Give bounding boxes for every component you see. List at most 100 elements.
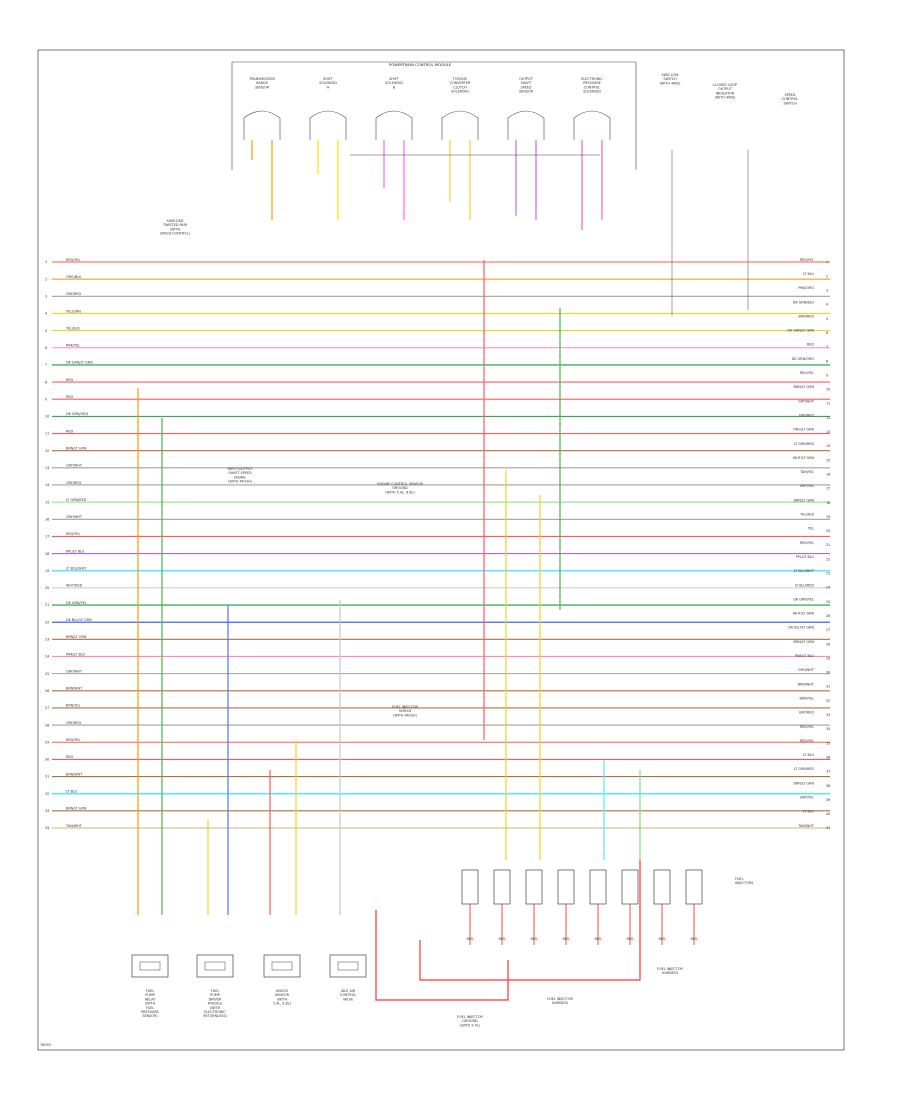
sensor-body — [243, 110, 281, 140]
wire-label-right: YEL — [808, 527, 814, 531]
wire-label-right: LT BLU — [803, 272, 815, 276]
module-header: POWERTRAIN CONTROL MODULE — [389, 62, 452, 67]
bottom-component-connector — [204, 961, 226, 971]
pin-number-right: 40 — [826, 812, 830, 816]
module-bracket — [231, 61, 637, 170]
fuel-injector — [493, 869, 511, 905]
wire-label-right: DK GRN/LT GRN — [787, 329, 814, 333]
fuel-injector — [557, 869, 575, 905]
pin-number-right: 12 — [826, 416, 830, 420]
wire-label-left: PNK/YEL — [66, 344, 80, 348]
pin-number-right: 26 — [826, 614, 830, 618]
wire-label-right: LT BLU — [803, 810, 815, 814]
pin-number: 26 — [45, 689, 49, 693]
pin-number-right: 32 — [826, 699, 830, 703]
pin-number-right: 23 — [826, 572, 830, 576]
pin-number-right: 27 — [826, 628, 830, 632]
wire-label-right: TAN/WHT — [797, 824, 815, 828]
pin-number-right: 14 — [826, 444, 830, 448]
sensor-body — [375, 110, 413, 140]
wire-label-left: WHT/RED — [66, 584, 83, 588]
pin-number-right: 41 — [826, 826, 830, 830]
wire-label-left: PPL/LT BLU — [66, 549, 85, 553]
pin-number: 8 — [45, 380, 47, 384]
pin-number-right: 20 — [826, 529, 830, 533]
wire-label-right: LT BLU/RED — [795, 583, 815, 587]
wire-label-right: BRN/LT GRN — [794, 640, 815, 644]
pin-number-right: 38 — [826, 784, 830, 788]
injector-pin: RED — [626, 937, 633, 941]
wire-label-right: DK BLU/LT GRN — [788, 626, 814, 630]
pin-number: 22 — [45, 620, 49, 624]
wire-label-right: PNK/ORG — [798, 286, 814, 290]
fuel-injector — [621, 869, 639, 905]
pin-number: 13 — [45, 466, 49, 470]
pin-number: 5 — [45, 329, 47, 333]
wire-label-left: BRN/WHT — [66, 687, 83, 691]
wire-label-right: WHT/LT GRN — [793, 456, 815, 460]
bottom-component-connector — [139, 961, 161, 971]
wire-label-right: BRN/RED — [799, 314, 815, 318]
wire-label-right: RED/YEL — [800, 541, 814, 545]
wire-label-left: GRY/RED — [66, 721, 81, 725]
wire-label-right: LT GRN/RED — [794, 442, 815, 446]
pin-number-right: 13 — [826, 430, 830, 434]
wire-label-left: RED/YEL — [66, 532, 80, 536]
pin-number: 20 — [45, 586, 49, 590]
wire-label-right: LT BLU — [803, 753, 815, 757]
wire-label-left: DK BLU/LT GRN — [66, 618, 92, 622]
bottom-component-connector — [337, 961, 359, 971]
pin-number-right: 28 — [826, 642, 830, 646]
pin-number: 29 — [45, 740, 49, 744]
diagram-frame — [37, 49, 845, 1051]
wire-label-right: BRN/LT GRN — [794, 385, 815, 389]
wire-label-left: LT BLU — [66, 789, 78, 793]
fuel-injector — [589, 869, 607, 905]
wire-label-left: GRY/WHT — [66, 464, 83, 468]
pin-number-right: 29 — [826, 656, 830, 660]
injector-pin: RED — [658, 937, 665, 941]
pin-number-right: 18 — [826, 501, 830, 505]
wire-label-right: BRN/WHT — [798, 682, 815, 686]
wire-label-left: ORG/BLK — [66, 275, 82, 279]
pin-number-right: 21 — [826, 543, 830, 547]
wire-label-right: GRY/RED — [799, 711, 814, 715]
sensor-body — [309, 110, 347, 140]
wire-label-left: BRN/LT GRN — [66, 446, 87, 450]
wire-label-right: DK GRN/YEL — [793, 597, 814, 601]
wire-label-left: BRN/LT GRN — [66, 635, 87, 639]
pin-number: 14 — [45, 483, 49, 487]
wire-label-right: RED/YEL — [800, 371, 814, 375]
pin-number-right: 1 — [826, 260, 828, 264]
pin-number-right: 22 — [826, 557, 830, 561]
wire-label-right: RED/YEL — [800, 725, 814, 729]
left-wire-labels: 1RED/YEL2ORG/BLK3GRY/RED4YEL/GRN5YEL/BLK… — [45, 258, 93, 830]
wire-label-right: PPL/LT BLU — [796, 555, 815, 559]
wire-label-left: BRN/LT GRN — [66, 807, 87, 811]
wire-label-right: RED/YEL — [800, 258, 814, 262]
wire-label-left: YEL/BLK — [66, 326, 80, 330]
pin-number: 32 — [45, 792, 49, 796]
wire-label-left: LT GRN/RED — [66, 498, 87, 502]
wire-label-left: TAN/WHT — [65, 824, 83, 828]
wire-label-right: LT GRN/RED — [794, 767, 815, 771]
fuel-injector — [685, 869, 703, 905]
pin-number-right: 11 — [826, 402, 830, 406]
pin-number-right: 25 — [826, 600, 830, 604]
pin-number: 28 — [45, 723, 49, 727]
wire-label-left: GRY/WHT — [66, 669, 83, 673]
pin-number: 21 — [45, 603, 49, 607]
wire-label-right: BRN/YEL — [800, 696, 815, 700]
